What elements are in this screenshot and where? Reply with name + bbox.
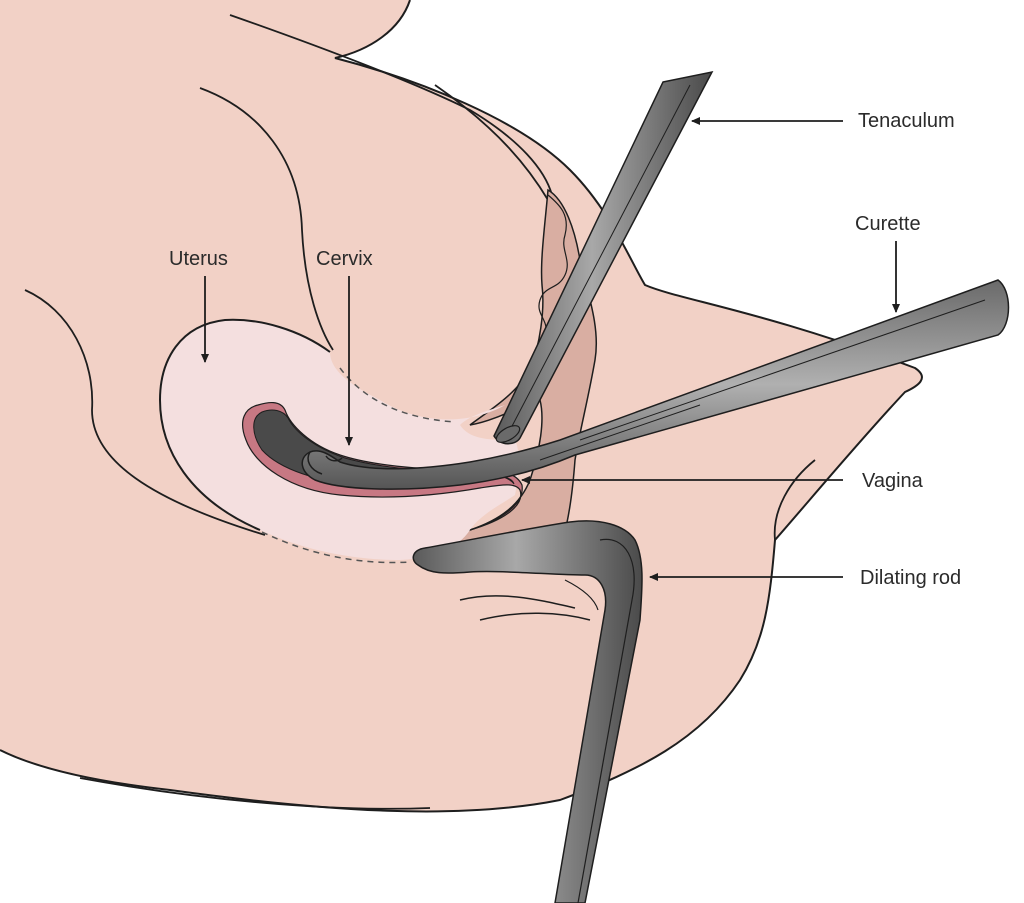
tenaculum-tip [495, 425, 521, 443]
tenaculum-highlight [509, 84, 691, 431]
tenaculum-shaft [493, 70, 714, 445]
contour-line [199, 87, 334, 351]
uterus-body [160, 319, 519, 560]
dilating-rod [412, 520, 643, 903]
contour-line [229, 14, 553, 196]
contour-line [773, 459, 816, 541]
labels: Tenaculum Curette Uterus Cervix Vagina D… [169, 110, 961, 589]
label-tenaculum: Tenaculum [858, 110, 955, 132]
body-silhouette [0, 0, 923, 813]
uterus-dashed-boundary [261, 531, 411, 564]
curette [301, 279, 1010, 490]
uterus-outline [158, 318, 331, 531]
contour-line [434, 84, 549, 201]
vaginal-fold [538, 194, 568, 336]
contour-line [479, 612, 591, 621]
contour-line [24, 289, 266, 536]
skin-fill [0, 0, 922, 812]
label-dilating-rod: Dilating rod [860, 567, 961, 589]
contour-line [79, 777, 431, 810]
body-outline [0, 0, 923, 813]
dilating-rod-edge [577, 538, 635, 903]
curette-highlight [539, 299, 986, 461]
label-vagina: Vagina [862, 470, 924, 492]
curette-shaft [301, 279, 1010, 490]
contour-line [459, 595, 576, 609]
label-curette: Curette [855, 213, 921, 235]
label-uterus: Uterus [169, 248, 228, 270]
label-cervix: Cervix [316, 248, 373, 270]
dilating-rod-body [412, 520, 643, 903]
uterus-dashed-boundary [339, 367, 456, 423]
dilating-rod-edge [564, 579, 599, 611]
tenaculum [493, 70, 714, 445]
curette-loop [307, 451, 343, 475]
leader-arrows [201, 117, 900, 581]
